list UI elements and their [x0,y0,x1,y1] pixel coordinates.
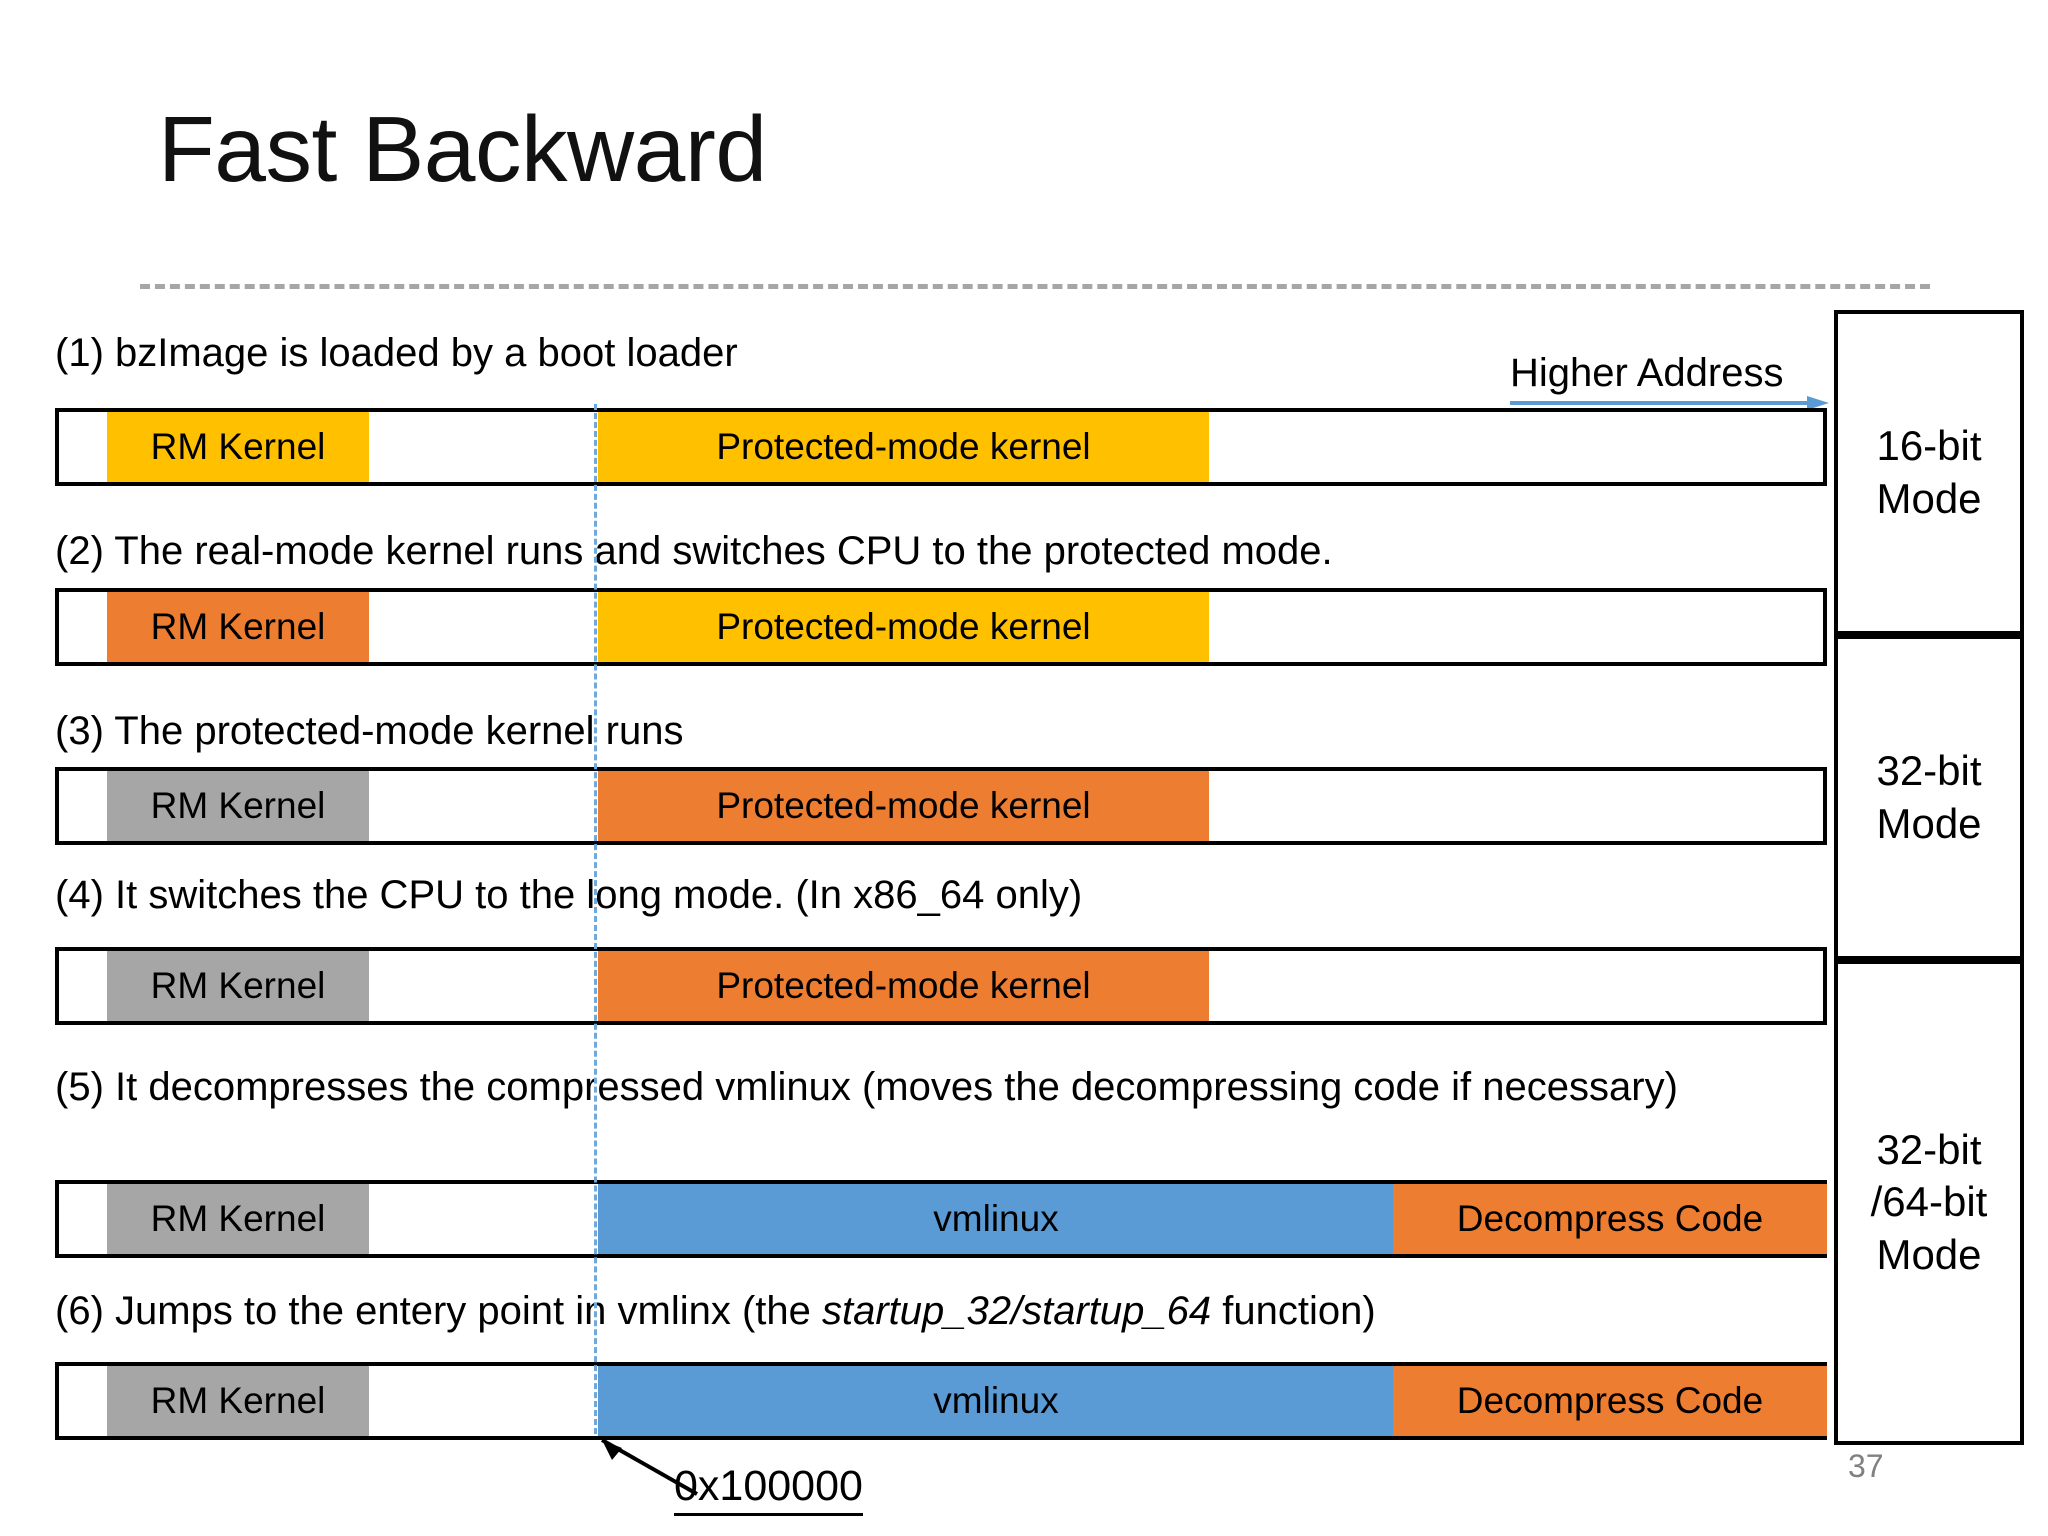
step-6-function-names: startup_32/startup_64 [822,1289,1212,1333]
memory-bar-2: RM Kernel Protected-mode kernel [55,588,1827,666]
address-label: 0x100000 [674,1462,863,1516]
segment-vmlinux: vmlinux [598,1184,1394,1254]
segment-rm-kernel: RM Kernel [107,412,369,482]
segment-vmlinux: vmlinux [598,1366,1394,1436]
segment-rm-kernel: RM Kernel [107,592,369,662]
step-6-prefix: (6) Jumps to the entery point in vmlinx … [55,1289,822,1333]
segment-protected-mode-kernel: Protected-mode kernel [598,771,1209,841]
mode-box-32-bit: 32-bit Mode [1834,635,2024,960]
segment-protected-mode-kernel: Protected-mode kernel [598,412,1209,482]
memory-bar-1: RM Kernel Protected-mode kernel [55,408,1827,486]
memory-bar-5: RM Kernel vmlinux Decompress Code [55,1180,1827,1258]
segment-rm-kernel: RM Kernel [107,951,369,1021]
segment-rm-kernel: RM Kernel [107,1366,369,1436]
slide-number: 37 [1848,1448,1884,1484]
memory-bar-3: RM Kernel Protected-mode kernel [55,767,1827,845]
segment-protected-mode-kernel: Protected-mode kernel [598,951,1209,1021]
step-6-suffix: function) [1211,1289,1376,1333]
right-arrow-icon [1510,396,1830,410]
segment-protected-mode-kernel: Protected-mode kernel [598,592,1209,662]
segment-rm-kernel: RM Kernel [107,1184,369,1254]
higher-address-label: Higher Address [1510,351,1784,395]
memory-bar-6: RM Kernel vmlinux Decompress Code [55,1362,1827,1440]
segment-decompress-code: Decompress Code [1393,1366,1827,1436]
segment-decompress-code: Decompress Code [1393,1184,1827,1254]
mode-box-16-bit: 16-bit Mode [1834,310,2024,635]
step-2-caption: (2) The real-mode kernel runs and switch… [55,529,1333,573]
higher-address-annotation: Higher Address [1510,352,1840,410]
step-6-caption: (6) Jumps to the entery point in vmlinx … [55,1288,1376,1335]
memory-bar-4: RM Kernel Protected-mode kernel [55,947,1827,1025]
callout-arrow-icon [601,1438,698,1496]
step-3-caption: (3) The protected-mode kernel runs [55,709,684,753]
step-1-caption: (1) bzImage is loaded by a boot loader [55,331,738,375]
mode-box-32-64-bit: 32-bit /64-bit Mode [1834,960,2024,1445]
step-4-caption: (4) It switches the CPU to the long mode… [55,873,1083,917]
address-guideline [594,404,597,1434]
page-title: Fast Backward [158,97,767,201]
step-5-caption: (5) It decompresses the compressed vmlin… [55,1065,1678,1109]
segment-rm-kernel: RM Kernel [107,771,369,841]
title-divider [140,284,1930,289]
